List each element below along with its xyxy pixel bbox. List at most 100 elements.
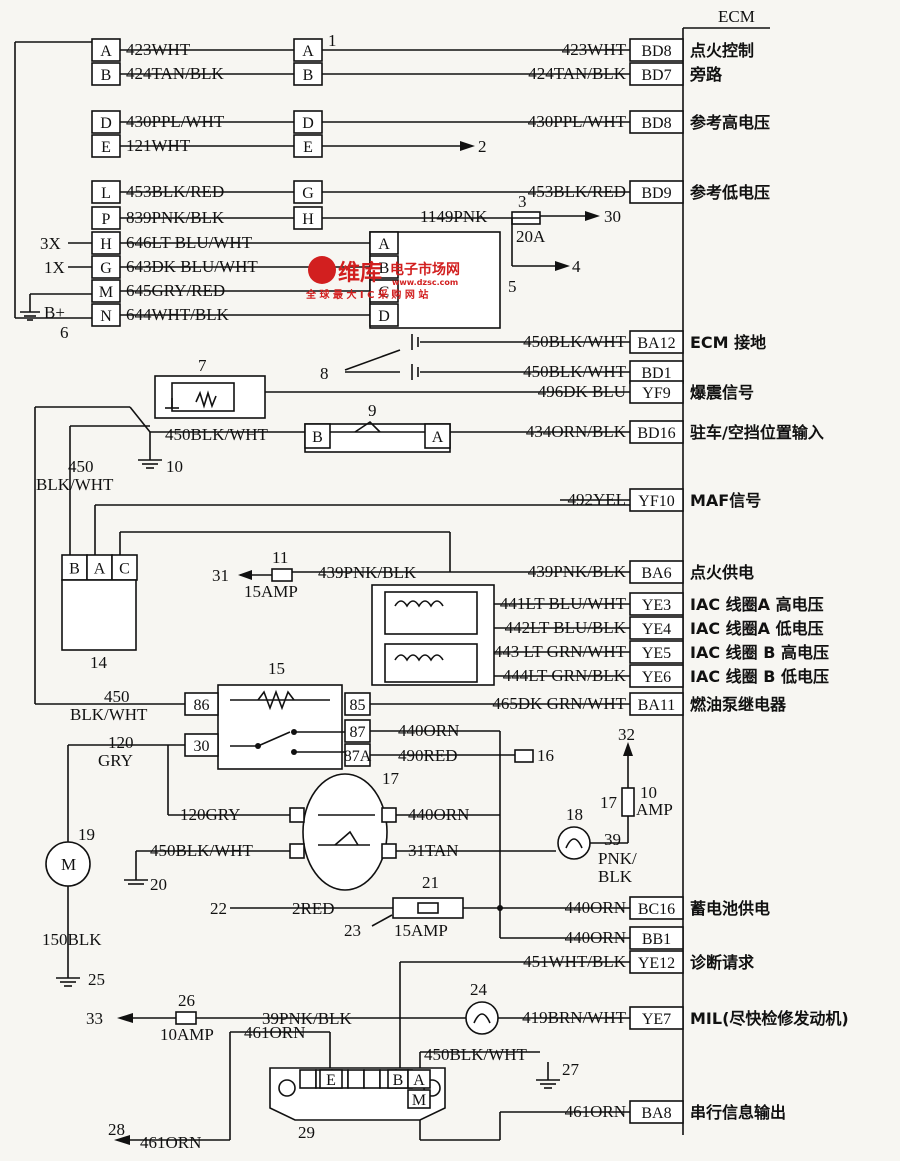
module6-wire-label-1: 424TAN/BLK xyxy=(126,64,225,83)
callout-2: 2 xyxy=(478,137,487,156)
oil-switch-term-2 xyxy=(381,807,397,823)
module6-wire-label-4: 453BLK/RED xyxy=(126,182,224,201)
ecm-pin-ye3-10-label: YE3 xyxy=(642,597,671,614)
module6-wire-label-7: 643DK BLU/WHT xyxy=(126,257,258,276)
sensor5-pin-2-box xyxy=(369,279,399,303)
ecm-pin-bd8-0-label: BD8 xyxy=(641,43,671,60)
dlc-pin-e-box xyxy=(319,1069,343,1089)
iac-coil-b-box xyxy=(384,643,478,683)
iac-coil-b-icon xyxy=(394,654,444,662)
arrow-4 xyxy=(555,261,570,271)
relay-pin-86-box xyxy=(184,692,219,716)
label-31tan: 31TAN xyxy=(408,841,459,860)
module6-wire-label-2: 430PPL/WHT xyxy=(126,112,225,131)
dlc-slot-3 xyxy=(347,1069,365,1089)
connector1-pin-5-label: H xyxy=(302,211,314,228)
ecm-function-11: IAC 线圈A 低电压 xyxy=(690,619,824,638)
oil-switch-term-1 xyxy=(289,807,305,823)
callout-32: 32 xyxy=(618,725,635,744)
arrow-33 xyxy=(117,1013,133,1023)
oil-switch-term-4 xyxy=(381,843,397,859)
wire-relay-ground-bend xyxy=(129,406,151,433)
module6-wire-label-9: 644WHT/BLK xyxy=(126,305,230,324)
module6-pin-4-label: L xyxy=(101,185,111,202)
dlc-mount-left xyxy=(278,1079,296,1097)
connector1-pin-4-label: G xyxy=(302,185,314,202)
top-wire-group: 423WHT424TAN/BLK430PPL/WHT121WHT453BLK/R… xyxy=(120,40,370,324)
ecm-pin-ye7-18-label: YE7 xyxy=(642,1011,671,1028)
ecm-function-0: 点火控制 xyxy=(690,41,754,60)
label-120gry: 120GRY xyxy=(180,805,240,824)
maf-pin-2-box xyxy=(111,554,138,581)
watermark: 维库 电子市场网 www.dzsc.com 全 球 最 大 I C 采 购 网 … xyxy=(305,256,460,301)
sensor5-pin-0-label: A xyxy=(378,236,390,253)
label-fuse17: 10 xyxy=(640,783,657,802)
module6-pin-0-label: A xyxy=(100,43,112,60)
dlc-pin-m-box xyxy=(407,1089,431,1109)
ecm-title: ECM xyxy=(718,7,755,26)
oil-pressure-switch xyxy=(302,773,388,891)
module6-wire-label-8: 645GRY/RED xyxy=(126,281,225,300)
ecm-function-17: 诊断请求 xyxy=(690,953,755,972)
callout-3: 3 xyxy=(518,192,527,211)
motor-label: M xyxy=(61,855,76,874)
oil-lamp-filament-icon xyxy=(565,838,583,849)
label-3x: 3X xyxy=(40,234,61,253)
module6-pin-7-label: G xyxy=(100,260,112,277)
ecm-pin-bd1-5-label: BD1 xyxy=(641,365,671,382)
ecm-pin-yf10-8-label: YF10 xyxy=(638,493,674,510)
sensor5-pin-0-box xyxy=(369,231,399,255)
relay-pin-85-label: 85 xyxy=(350,697,366,714)
arrow-32 xyxy=(623,742,633,756)
switch9-pin-b-label: B xyxy=(312,429,323,446)
label-39pnk: 39PNK/BLK xyxy=(262,1009,352,1028)
ecm-pin-ye4-11-label: YE4 xyxy=(642,621,671,638)
label-2red: 2RED xyxy=(292,899,335,918)
ecm-pin-bd7-1-label: BD7 xyxy=(641,67,671,84)
label-bplus: B+ xyxy=(44,303,65,322)
label-150: 150BLK xyxy=(42,930,102,949)
ecm-pin-ye5-12-label: YE5 xyxy=(642,645,671,662)
label-440-87: 440ORN xyxy=(398,721,459,740)
iac-coil-a-icon xyxy=(394,600,444,608)
callout-25: 24 xyxy=(470,980,488,999)
ecm-function-9: 点火供电 xyxy=(690,563,754,582)
dlc-slot-0 xyxy=(299,1069,317,1089)
callout-14: 15 xyxy=(268,659,285,678)
iac-valve xyxy=(371,584,495,686)
fuse-17 xyxy=(621,787,635,817)
label-fuse3: 20A xyxy=(516,227,546,246)
label-450-86b: BLK/WHT xyxy=(70,705,148,724)
callout-21: 21 xyxy=(422,873,439,892)
dlc-pin-e-label: E xyxy=(326,1072,336,1089)
label-450-dlc: 450BLK/WHT xyxy=(424,1045,528,1064)
oil-lamp-18-icon xyxy=(557,826,591,860)
ecm-function-6: 爆震信号 xyxy=(690,383,754,402)
module6-pin-1-label: B xyxy=(101,67,112,84)
ecm-function-18: MIL(尽快检修发动机) xyxy=(690,1009,849,1028)
label-39c: BLK xyxy=(598,867,633,886)
label-450-left2: BLK/WHT xyxy=(36,475,114,494)
relay-pin-86-label: 86 xyxy=(194,697,210,714)
arrow-28 xyxy=(114,1135,130,1145)
ecm-pin-ba6-9-label: BA6 xyxy=(641,565,671,582)
dlc-slot-4 xyxy=(363,1069,381,1089)
callout-27: 27 xyxy=(562,1060,580,1079)
label-1x: 1X xyxy=(44,258,65,277)
ecm-function-14: 燃油泵继电器 xyxy=(690,695,787,714)
iac-coil-a-box xyxy=(384,591,478,635)
callout-7: 7 xyxy=(198,356,207,375)
relay-contact-icon xyxy=(257,731,291,747)
callout-5: 5 xyxy=(508,277,517,296)
callout-10: 10 xyxy=(166,457,183,476)
callout-9: 9 xyxy=(368,401,377,420)
ecm-pin-ye12-17-label: YE12 xyxy=(638,955,675,972)
ecm-function-12: IAC 线圈 B 高电压 xyxy=(690,643,829,662)
ecm-function-2: 参考高电压 xyxy=(690,113,770,132)
module6-pin-2-label: D xyxy=(100,115,112,132)
connector-15 xyxy=(514,749,534,763)
sensor5-pin-1-label: B xyxy=(379,260,390,277)
label-fuse11: 15AMP xyxy=(244,582,298,601)
